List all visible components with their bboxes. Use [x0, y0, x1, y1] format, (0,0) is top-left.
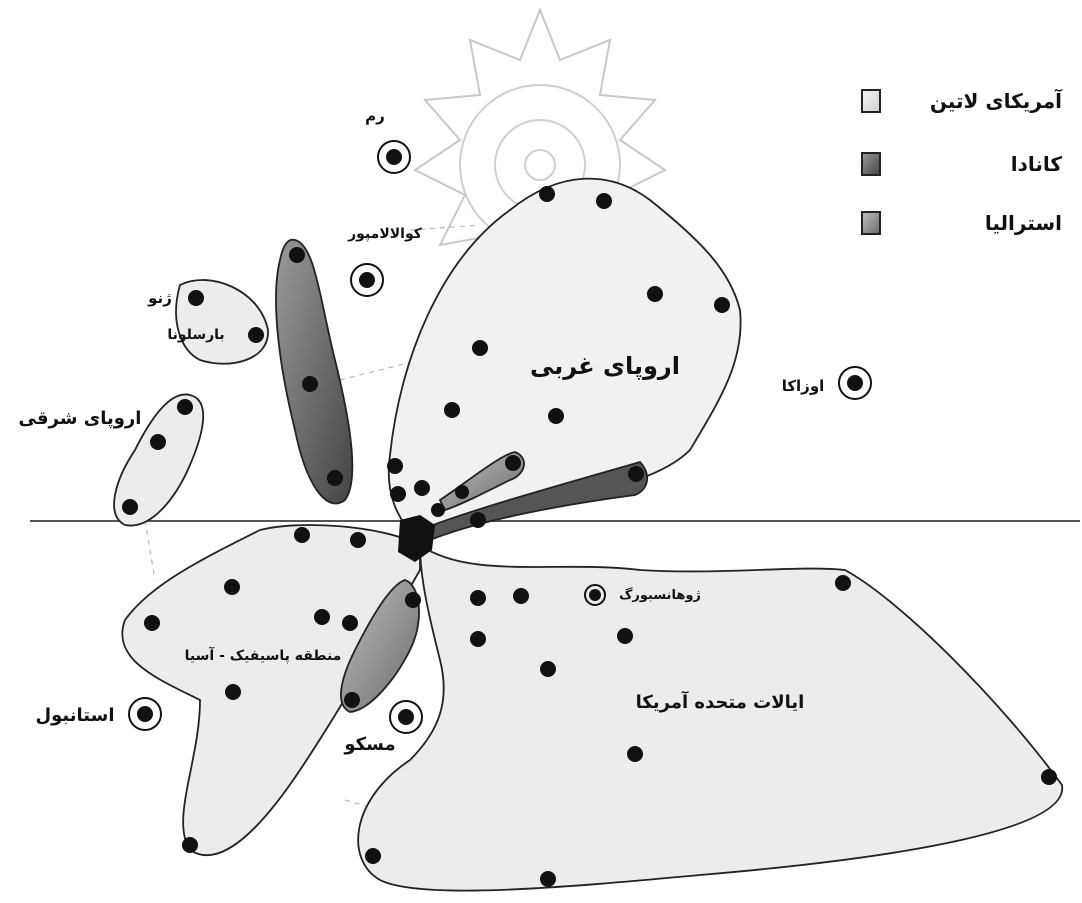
legend-swatch-latin-america — [862, 90, 880, 112]
point — [714, 297, 730, 313]
region-united-states — [358, 545, 1062, 891]
point — [177, 399, 193, 415]
point — [470, 590, 486, 606]
point — [505, 455, 521, 471]
label-istanbul: استانبول — [36, 705, 115, 726]
label-johannesburg: ژوهانسبورگ — [619, 586, 701, 603]
point — [617, 628, 633, 644]
point — [596, 193, 612, 209]
point — [289, 247, 305, 263]
point — [470, 512, 486, 528]
point — [342, 615, 358, 631]
point — [144, 615, 160, 631]
point — [390, 486, 406, 502]
legend-label-latin-america: آمریکای لاتین — [930, 88, 1063, 113]
point — [224, 579, 240, 595]
point — [182, 837, 198, 853]
legend-label-canada: کانادا — [1011, 152, 1063, 176]
point-kuala-lumpur — [359, 272, 375, 288]
point-moscow — [398, 709, 414, 725]
point — [647, 286, 663, 302]
legend-label-australia: استرالیا — [985, 211, 1062, 235]
point-johannesburg — [589, 589, 601, 601]
label-united-states: ایالات متحده آمریکا — [636, 690, 805, 713]
point — [350, 532, 366, 548]
label-geneva: ژنو — [147, 289, 172, 307]
point — [344, 692, 360, 708]
label-oaxaca: اوزاکا — [782, 377, 825, 395]
point — [122, 499, 138, 515]
point — [431, 503, 445, 517]
point — [513, 588, 529, 604]
region-canada — [276, 240, 352, 504]
point — [405, 592, 421, 608]
point — [627, 746, 643, 762]
point-barcelona — [248, 327, 264, 343]
point — [835, 575, 851, 591]
point — [365, 848, 381, 864]
point — [414, 480, 430, 496]
point-geneva — [188, 290, 204, 306]
legend-swatch-canada — [862, 153, 880, 175]
legend: آمریکای لاتین کانادا استرالیا — [862, 88, 1063, 235]
point — [444, 402, 460, 418]
point — [628, 466, 644, 482]
point — [539, 186, 555, 202]
point — [294, 527, 310, 543]
point — [472, 340, 488, 356]
point — [327, 470, 343, 486]
point — [387, 458, 403, 474]
point — [225, 684, 241, 700]
point-oaxaca — [847, 375, 863, 391]
point — [540, 661, 556, 677]
label-kuala-lumpur: کوالالامپور — [347, 226, 423, 242]
point — [455, 485, 469, 499]
point — [540, 871, 556, 887]
point — [314, 609, 330, 625]
point-istanbul — [137, 706, 153, 722]
label-asia-pacific: منطقه پاسیفیک - آسیا — [185, 646, 342, 664]
point — [302, 376, 318, 392]
point-rome — [386, 149, 402, 165]
point — [1041, 769, 1057, 785]
label-barcelona: بارسلونا — [167, 327, 224, 343]
region-geneva-barcelona — [176, 280, 268, 364]
legend-swatch-australia — [862, 212, 880, 234]
label-moscow: مسکو — [343, 734, 395, 755]
point — [150, 434, 166, 450]
label-western-europe: اروپای غربی — [530, 352, 680, 380]
label-rome: رم — [365, 107, 385, 125]
point — [470, 631, 486, 647]
point — [548, 408, 564, 424]
label-eastern-europe: اروپای شرقی — [19, 408, 142, 429]
